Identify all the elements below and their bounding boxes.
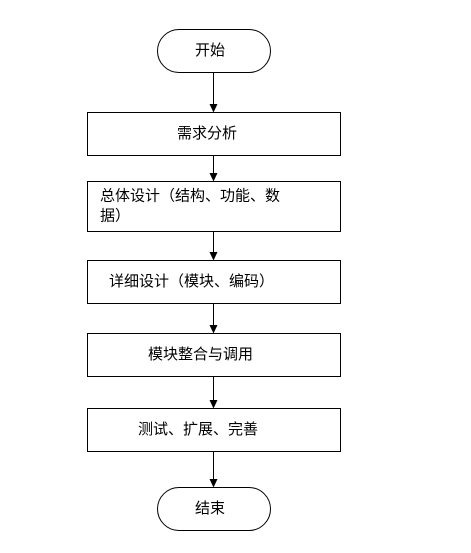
arrowhead-icon [209, 104, 218, 113]
flow-arrow-test-to-end [209, 452, 218, 488]
flow-node-label: 开始 [195, 41, 225, 59]
process-box [87, 181, 341, 232]
arrowhead-icon [209, 400, 218, 409]
flow-arrow-start-to-analysis [209, 73, 218, 113]
arrowhead-icon [209, 479, 218, 488]
flow-arrow-overall-to-detail [209, 232, 218, 261]
terminal-shape [157, 29, 271, 73]
flow-arrow-detail-to-integrate [209, 304, 218, 334]
flow-node-label: 结束 [195, 499, 225, 517]
arrowhead-icon [209, 325, 218, 334]
arrowhead-icon [209, 173, 218, 182]
flow-node-label: 需求分析 [177, 124, 237, 142]
process-box [87, 112, 341, 156]
flow-node-integrate: 模块整合与调用 [87, 333, 341, 377]
flow-node-start: 开始 [157, 29, 271, 73]
flow-node-analysis: 需求分析 [87, 112, 341, 156]
flow-node-end: 结束 [157, 487, 271, 531]
flow-node-label: 测试、扩展、完善 [138, 420, 258, 438]
flow-node-label: 总体设计（结构、功能、数 [100, 187, 280, 205]
flow-arrow-integrate-to-test [209, 377, 218, 409]
flow-node-label: 据） [100, 207, 130, 225]
process-box [87, 333, 341, 377]
flow-node-detail: 详细设计（模块、编码） [87, 260, 341, 304]
flowchart-edges [209, 73, 218, 488]
flow-node-overall: 总体设计（结构、功能、数据） [87, 181, 341, 232]
flow-node-label: 详细设计（模块、编码） [109, 272, 274, 290]
flow-node-label: 模块整合与调用 [148, 345, 253, 363]
flow-node-test: 测试、扩展、完善 [87, 408, 341, 452]
process-box [87, 408, 341, 452]
process-box [87, 260, 341, 304]
flow-arrow-analysis-to-overall [209, 156, 218, 182]
terminal-shape [157, 487, 271, 531]
arrowhead-icon [209, 252, 218, 261]
